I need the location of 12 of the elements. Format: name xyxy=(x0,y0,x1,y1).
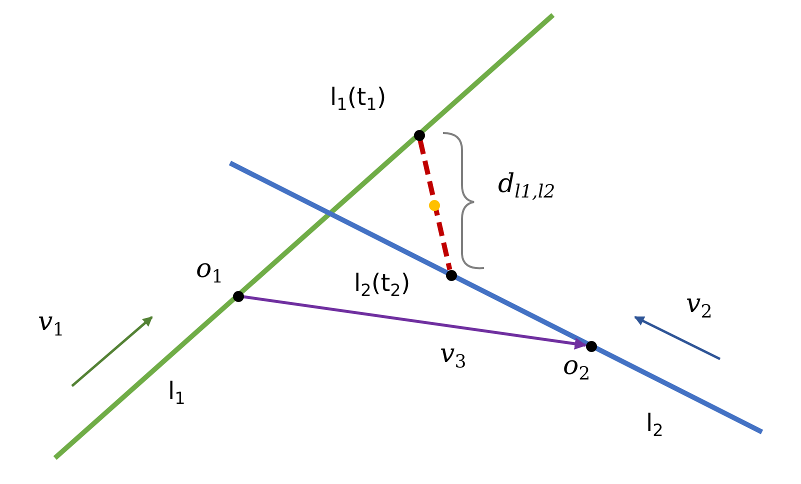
arrow xyxy=(243,295,587,350)
text-label: v$_{1}$ xyxy=(38,308,64,340)
point-label: o$_{2}$ xyxy=(563,352,590,384)
dashed-line xyxy=(418,140,452,270)
text-label: v$_{2}$ xyxy=(686,290,712,322)
text-label: l$_{1}$ xyxy=(168,378,186,408)
point-label: l$_{1}$(t$_{1}$) xyxy=(330,84,386,114)
text-label: l$_{2}$ xyxy=(646,410,664,440)
point-label: l$_{2}$(t$_{2}$) xyxy=(354,270,410,300)
text-label: d$_{l1,l2}$ xyxy=(498,170,556,202)
edge-label: v$_{3}$ xyxy=(440,340,466,372)
point-label: o$_{1}$ xyxy=(196,255,224,288)
